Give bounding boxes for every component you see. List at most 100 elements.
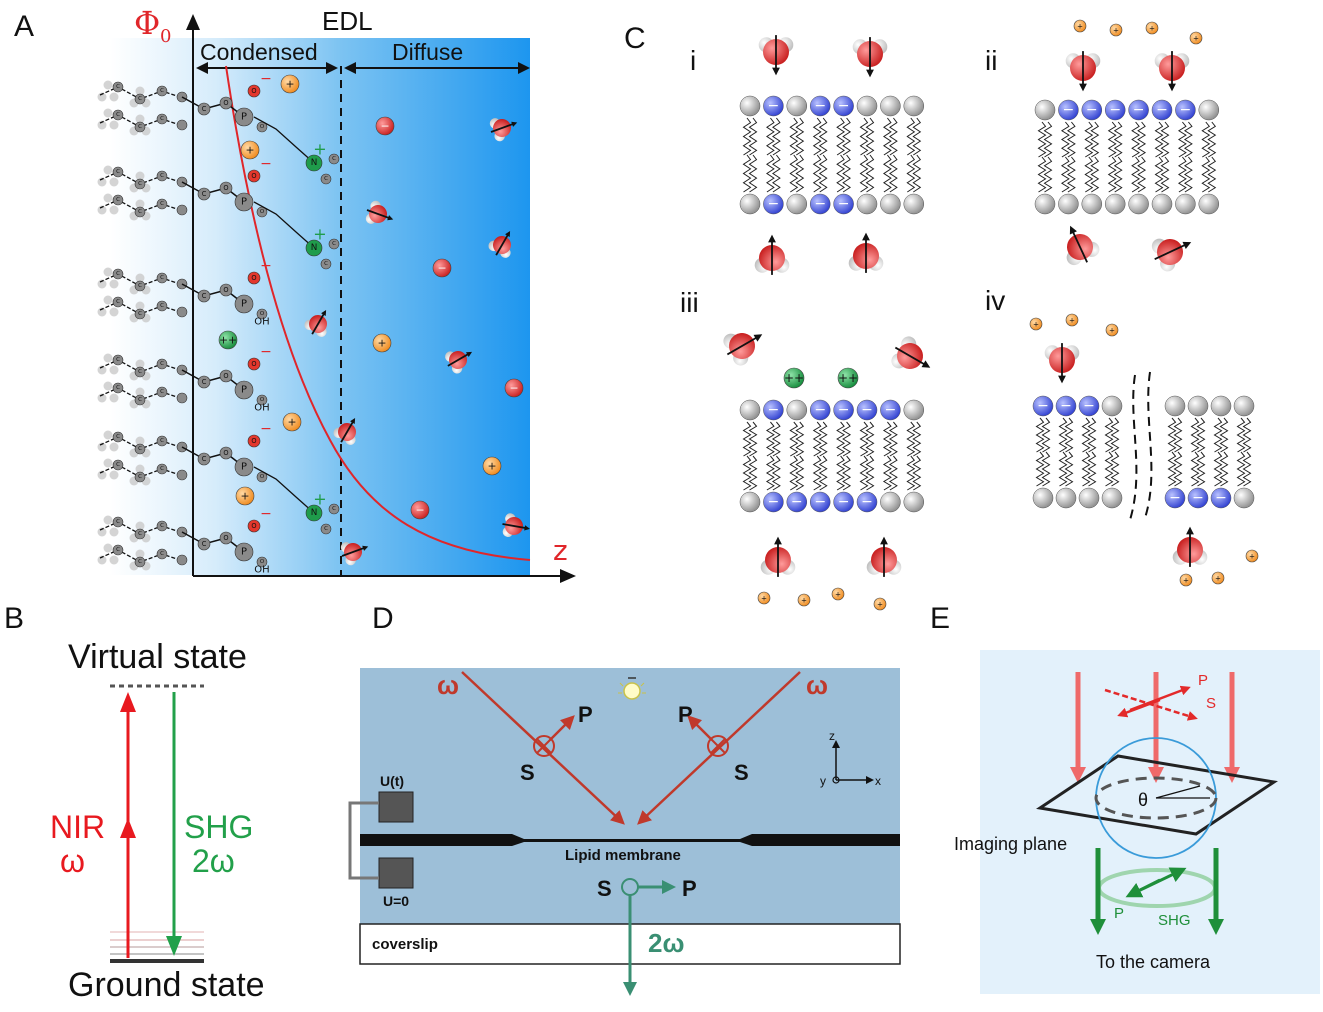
bilayer-water-14 (1172, 526, 1208, 567)
phosphorus-atom-label: P (241, 462, 247, 473)
water-molecule-4 (304, 309, 327, 337)
oxygen-atom-label: O (223, 534, 228, 542)
oxygen-atom: O (247, 357, 261, 371)
carbon-atom-label: C (116, 299, 120, 305)
bilayer-iv: −−−−−− (1032, 395, 1255, 509)
ion-11-sign: − (415, 504, 424, 517)
oxygen-atom: O (247, 519, 261, 533)
bilayer-water-11 (760, 536, 796, 577)
carbon-atom: C (112, 544, 124, 556)
cation-13-sign: + (1249, 552, 1255, 561)
bilayer-water-6 (1154, 51, 1190, 92)
oxygen-atom-label: O (223, 372, 228, 380)
oxygen-atom-label: O (260, 397, 265, 403)
negative-headgroup-sign: − (1215, 490, 1227, 506)
carbon-atom: C (156, 520, 168, 532)
carbon-atom-label: C (138, 369, 142, 375)
headgroup-top (856, 95, 878, 117)
oxygen-atom-label: O (251, 274, 256, 282)
cation-5: + (1029, 317, 1043, 331)
ion-6-sign: + (377, 337, 386, 350)
divalent-cation-2-sign: ++ (838, 371, 858, 385)
headgroup-top: − (809, 399, 831, 421)
vesicle-equator (1094, 776, 1218, 820)
negative-headgroup-sign: − (791, 494, 803, 510)
divalent-cation-1: ++ (783, 367, 805, 389)
negative-headgroup-sign: − (768, 98, 780, 114)
electrode-wire (348, 801, 379, 880)
nitrogen-atom-label: N (311, 158, 318, 168)
headgroup-bottom: − (833, 491, 854, 513)
carbon-atom-label: C (116, 169, 120, 175)
p-polarization-right (687, 715, 713, 741)
bilayer-water-4 (848, 232, 884, 273)
lipid-headgroups: CCCCCCCOPO−ON+CCCCCCCCCOPO−ON+CCCCCCCCCO… (97, 71, 340, 576)
carbon-atom-label: C (202, 292, 207, 300)
oxygen-atom-label: O (251, 437, 256, 445)
light-bulb-icon (618, 677, 646, 700)
ion-1-sign: + (285, 78, 294, 91)
bilayer-water-5 (1065, 51, 1101, 92)
axis-y-label: y (820, 774, 826, 788)
ion-11: − (410, 500, 430, 520)
headgroup-bottom (1175, 193, 1196, 215)
r-group-atom (176, 392, 188, 404)
carbon-atom: C (328, 238, 340, 250)
negative-headgroup-sign: − (814, 98, 826, 114)
oxygen-atom: O (247, 84, 261, 98)
virtual-state-label: Virtual state (68, 638, 247, 676)
bilayer-water-9 (723, 333, 763, 366)
hydroxyl-label: OH (254, 317, 269, 328)
negative-headgroup-sign: − (768, 402, 780, 418)
shg-two-omega-label: 2ω (192, 843, 235, 879)
negative-headgroup-sign: − (1060, 398, 1072, 414)
headgroup-bottom: − (856, 491, 878, 513)
phi-label: Φ (134, 4, 160, 42)
diffuse-label: Diffuse (392, 39, 463, 65)
carbon-atom: C (134, 121, 146, 133)
s-polarization-input (1104, 688, 1198, 721)
headgroup-bottom (1034, 193, 1056, 215)
carbon-atom-label: C (116, 112, 120, 118)
carbon-atom: C (134, 443, 146, 455)
water-molecule-1 (489, 118, 518, 142)
carbon-atom: C (134, 93, 146, 105)
cation-12: + (1211, 571, 1225, 585)
headgroup-top: − (1104, 99, 1126, 121)
coverslip-label: coverslip (372, 936, 438, 953)
r-group-atom (176, 119, 188, 131)
headgroup-bottom (880, 193, 901, 215)
carbon-atom-label: C (138, 96, 142, 102)
carbon-atom-label: C (138, 531, 142, 537)
bilayer-water-7 (1066, 225, 1100, 266)
carbon-atom-label: C (324, 526, 328, 532)
headgroup-bottom: − (763, 193, 784, 215)
carbon-atom-label: C (138, 209, 142, 215)
headgroup-top (786, 95, 808, 117)
oxygen-atom: O (247, 169, 261, 183)
headgroup-top (1198, 99, 1220, 121)
oxygen-atom-label: O (251, 360, 256, 368)
cation-10: + (831, 587, 845, 601)
phosphorus-atom: P (234, 457, 254, 477)
cation-12-sign: + (1215, 574, 1221, 583)
carbon-atom-label: C (116, 84, 120, 90)
phosphorus-atom: P (234, 294, 254, 314)
headgroup-top: − (856, 399, 878, 421)
headgroup-top: − (1128, 99, 1149, 121)
headgroup-bottom (880, 491, 901, 513)
cation-6-sign: + (1069, 316, 1075, 325)
s-label-right: S (734, 760, 749, 785)
lipid-membrane (360, 834, 900, 846)
panel-d: D coverslip Lipid membrane U(t) U=0 ω ω … (348, 602, 901, 996)
positive-charge-label: + (313, 140, 326, 159)
oxygen-atom: O (256, 121, 268, 133)
ion-2-sign: + (245, 144, 254, 157)
ground-state-label: Ground state (68, 966, 265, 1004)
carbon-atom: C (134, 471, 146, 483)
carbon-atom: C (156, 113, 168, 125)
phosphorus-atom-label: P (241, 547, 247, 558)
